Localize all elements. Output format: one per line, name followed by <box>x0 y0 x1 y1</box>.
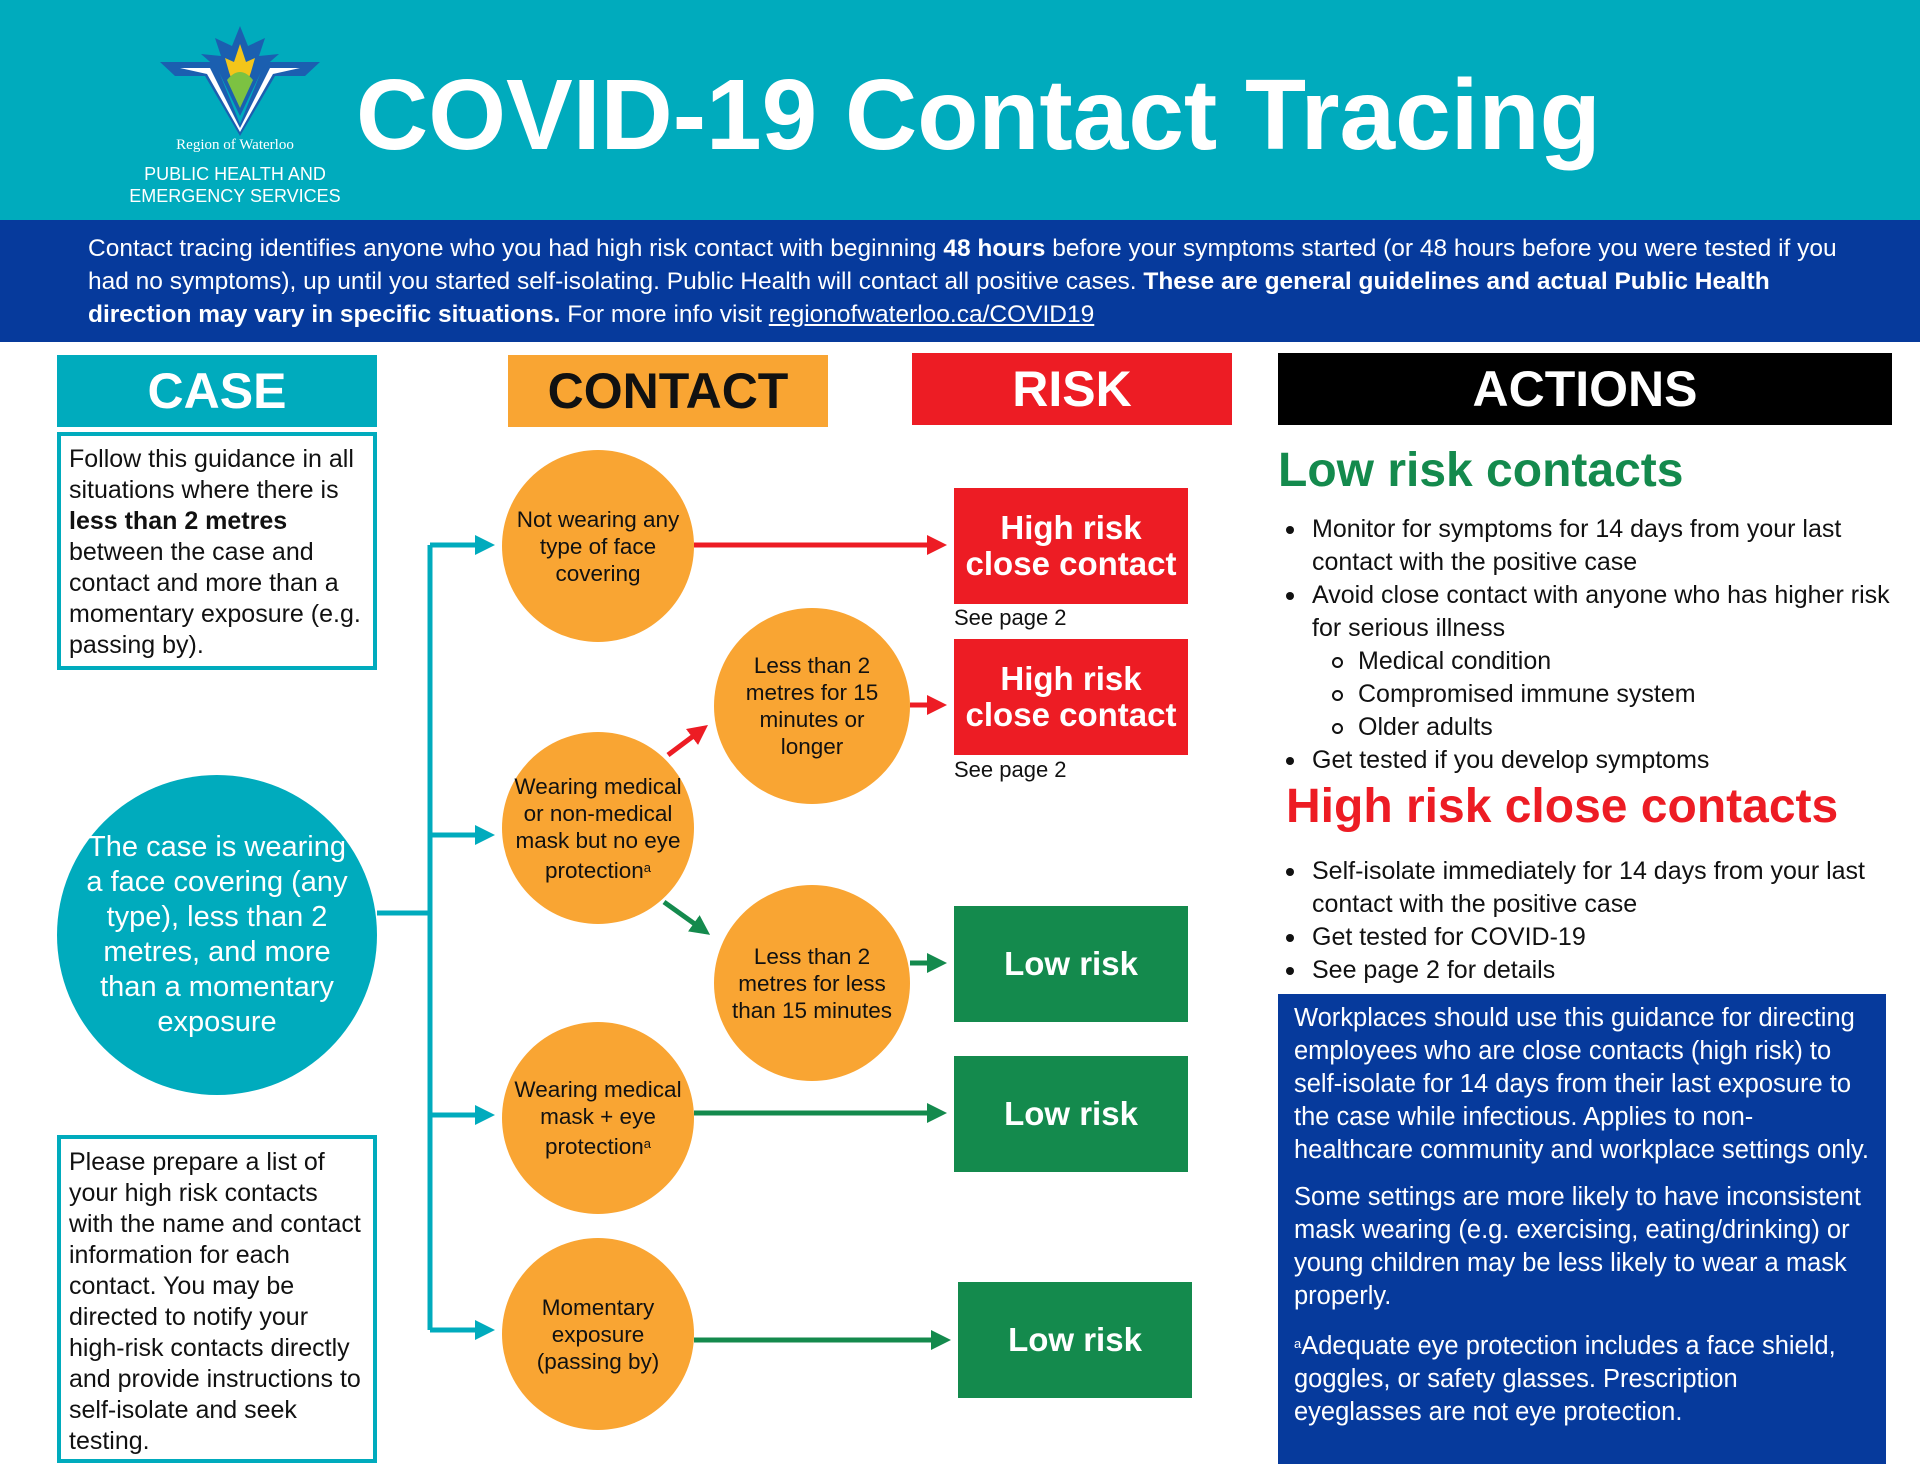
case-guidance-box: Follow this guidance in all situations w… <box>57 432 377 670</box>
sub-list-item: Compromised immune system <box>1278 678 1898 711</box>
intro-text-3: For more info visit <box>560 301 769 328</box>
list-item: Get tested for COVID-19 <box>1278 921 1898 954</box>
sub-list-item: Medical condition <box>1278 645 1898 678</box>
column-header-contact: CONTACT <box>508 355 828 427</box>
risk-low-1: Low risk <box>954 906 1188 1022</box>
list-item: Monitor for symptoms for 14 days from yo… <box>1278 513 1898 579</box>
intro-text: Contact tracing identifies anyone who yo… <box>88 232 1868 331</box>
footnote-marker: a <box>1294 1336 1302 1351</box>
list-item: See page 2 for details <box>1278 954 1898 987</box>
workplace-guidance-box: Workplaces should use this guidance for … <box>1278 994 1886 1464</box>
page-title: COVID-19 Contact Tracing <box>356 59 1601 171</box>
eye-protection-footnote: aAdequate eye protection includes a face… <box>1294 1327 1870 1429</box>
risk-low-2: Low risk <box>954 1056 1188 1172</box>
intro-text-1: Contact tracing identifies anyone who yo… <box>88 235 944 262</box>
case-branch-lines <box>377 535 495 1340</box>
risk-high-1: High risk close contact <box>954 488 1188 604</box>
risk-high-2: High risk close contact <box>954 639 1188 755</box>
contact-mask-eye-protection-text: Wearing medical mask + eye protection <box>514 1077 682 1159</box>
column-header-risk: RISK <box>912 353 1232 425</box>
contact-no-face-covering: Not wearing any type of face covering <box>502 450 694 642</box>
list-item: Get tested if you develop symptoms <box>1278 744 1898 777</box>
case-guidance-text-2: between the case and contact and more th… <box>69 538 361 659</box>
footnote-marker: a <box>643 859 652 875</box>
contact-less-than-15-min: Less than 2 metres for less than 15 minu… <box>714 885 910 1081</box>
high-risk-list: Self-isolate immediately for 14 days fro… <box>1278 855 1898 987</box>
workplace-paragraph-1: Workplaces should use this guidance for … <box>1294 1004 1869 1164</box>
list-item: Self-isolate immediately for 14 days fro… <box>1278 855 1898 921</box>
case-guidance-bold: less than 2 metres <box>69 507 288 535</box>
low-risk-heading: Low risk contacts <box>1278 444 1684 497</box>
see-page-note-1: See page 2 <box>954 605 1067 630</box>
low-risk-list: Monitor for symptoms for 14 days from yo… <box>1278 513 1898 777</box>
column-header-actions: ACTIONS <box>1278 353 1892 425</box>
org-dept-line1: PUBLIC HEALTH AND <box>144 164 326 184</box>
footnote-marker: a <box>643 1136 652 1151</box>
intro-text-2: before your symptoms started (or 48 hour… <box>88 235 1837 295</box>
org-department: PUBLIC HEALTH AND EMERGENCY SERVICES <box>120 163 350 207</box>
header-banner <box>0 0 1920 220</box>
contact-mask-no-eye-protection-text: Wearing medical or non-medical mask but … <box>514 773 682 883</box>
intro-bold-2: These are general guidelines and actual … <box>88 268 1770 328</box>
contact-15-min-or-longer: Less than 2 metres for 15 minutes or lon… <box>714 608 910 804</box>
high-risk-heading: High risk close contacts <box>1286 780 1839 833</box>
org-name: Region of Waterloo <box>176 137 294 153</box>
region-of-waterloo-logo <box>140 18 340 208</box>
case-circle: The case is wearing a face covering (any… <box>57 775 377 1095</box>
list-item: Avoid close contact with anyone who has … <box>1278 579 1898 645</box>
risk-low-3: Low risk <box>958 1282 1192 1398</box>
sub-list-item: Older adults <box>1278 711 1898 744</box>
column-header-case: CASE <box>57 355 377 427</box>
contact-momentary-exposure: Momentary exposure (passing by) <box>502 1238 694 1430</box>
logo-icon <box>160 26 320 136</box>
intro-banner <box>0 220 1920 342</box>
case-prepare-box: Please prepare a list of your high risk … <box>57 1135 377 1463</box>
intro-bold-1: 48 hours <box>943 235 1046 262</box>
see-page-note-2: See page 2 <box>954 757 1067 782</box>
contact-mask-no-eye-protection: Wearing medical or non-medical mask but … <box>502 732 694 924</box>
case-guidance-text-1: Follow this guidance in all situations w… <box>69 445 354 504</box>
low-risk-arrows <box>662 899 951 1350</box>
workplace-paragraph-2: Some settings are more likely to have in… <box>1294 1183 1861 1310</box>
contact-mask-eye-protection: Wearing medical mask + eye protectiona <box>502 1022 694 1214</box>
eye-protection-footnote-text: Adequate eye protection includes a face … <box>1294 1332 1836 1426</box>
info-link[interactable]: regionofwaterloo.ca/COVID19 <box>768 301 1095 328</box>
high-risk-arrows <box>666 535 947 757</box>
org-dept-line2: EMERGENCY SERVICES <box>129 186 341 206</box>
